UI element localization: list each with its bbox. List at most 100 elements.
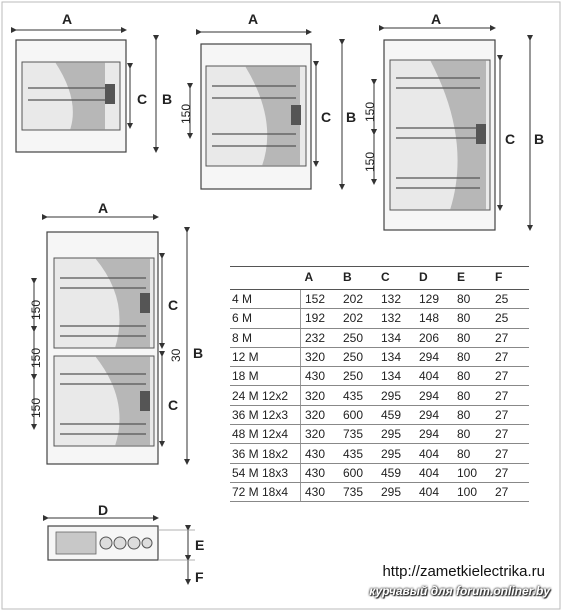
table-cell: 295 <box>377 443 415 464</box>
row-label-cell: 72 M 18x4 <box>230 482 301 503</box>
table-cell: 100 <box>453 482 491 503</box>
watermark-url: http://zametkielectrika.ru <box>379 563 548 580</box>
row-label-cell: 54 M 18x3 <box>230 463 301 483</box>
row-label-cell: 12 M <box>230 347 301 368</box>
table-cell: 80 <box>453 347 491 368</box>
table-cell: 100 <box>453 463 491 483</box>
label-150: 150 <box>29 348 43 368</box>
label-a: A <box>431 11 441 27</box>
enclosure-4-rows <box>31 214 190 465</box>
table-cell: 735 <box>339 482 377 503</box>
table-cell: 80 <box>453 443 491 464</box>
label-f: F <box>195 569 204 585</box>
table-cell: 320 <box>300 405 339 426</box>
table-header-row: A B C D E F <box>230 266 529 290</box>
table-cell: 134 <box>377 366 415 387</box>
table-cell: 202 <box>339 289 377 310</box>
table-cell: 459 <box>377 405 415 426</box>
table-cell: 295 <box>377 385 415 406</box>
label-c: C <box>321 109 331 125</box>
table-cell: 80 <box>453 405 491 426</box>
label-b: B <box>193 345 203 361</box>
row-label-cell: 48 M 12x4 <box>230 424 301 445</box>
table-cell: 27 <box>491 424 529 445</box>
table-cell: 430 <box>300 443 339 464</box>
table-cell: 294 <box>415 385 453 406</box>
table-cell: 80 <box>453 385 491 406</box>
table-cell: 134 <box>377 328 415 348</box>
table-cell: 27 <box>491 463 529 483</box>
label-a: A <box>62 11 72 27</box>
table-cell: 27 <box>491 347 529 368</box>
table-cell: 129 <box>415 289 453 310</box>
table-cell: 27 <box>491 366 529 387</box>
row-label-cell: 6 M <box>230 308 301 329</box>
table-cell: 294 <box>415 347 453 368</box>
label-e: E <box>195 537 204 553</box>
table-cell: 27 <box>491 385 529 406</box>
label-30: 30 <box>169 348 183 362</box>
label-150: 150 <box>29 300 43 320</box>
label-c: C <box>505 131 515 147</box>
table-cell: 25 <box>491 289 529 310</box>
table-cell: 192 <box>300 308 339 329</box>
table-cell: 232 <box>300 328 339 348</box>
label-b: B <box>534 131 544 147</box>
table-cell: 27 <box>491 405 529 426</box>
table-cell: 404 <box>415 443 453 464</box>
table-cell: 294 <box>415 424 453 445</box>
header-cell: E <box>453 266 491 290</box>
header-cell: C <box>377 266 415 290</box>
table-cell: 430 <box>300 463 339 483</box>
header-cell <box>230 266 301 290</box>
label-c: C <box>168 297 178 313</box>
table-cell: 430 <box>300 366 339 387</box>
enclosure-1-row <box>11 27 159 153</box>
table-cell: 600 <box>339 405 377 426</box>
table-cell: 435 <box>339 385 377 406</box>
table-cell: 295 <box>377 424 415 445</box>
table-cell: 295 <box>377 482 415 503</box>
table-cell: 80 <box>453 328 491 348</box>
table-cell: 320 <box>300 347 339 368</box>
table-cell: 404 <box>415 463 453 483</box>
table-cell: 27 <box>491 482 529 503</box>
row-label-cell: 36 M 18x2 <box>230 443 301 464</box>
table-cell: 430 <box>300 482 339 503</box>
table-cell: 202 <box>339 308 377 329</box>
row-label-cell: 24 M 12x2 <box>230 385 301 406</box>
table-cell: 148 <box>415 308 453 329</box>
label-c: C <box>137 91 147 107</box>
table-cell: 80 <box>453 366 491 387</box>
row-label-cell: 36 M 12x3 <box>230 405 301 426</box>
table-cell: 25 <box>491 308 529 329</box>
table-cell: 80 <box>453 308 491 329</box>
header-cell: A <box>300 266 339 290</box>
row-label-cell: 4 M <box>230 289 301 310</box>
table-cell: 152 <box>300 289 339 310</box>
table-cell: 80 <box>453 289 491 310</box>
table-cell: 132 <box>377 308 415 329</box>
label-a: A <box>98 200 108 216</box>
label-b: B <box>162 91 172 107</box>
table-cell: 404 <box>415 366 453 387</box>
table-cell: 134 <box>377 347 415 368</box>
label-150: 150 <box>179 104 193 124</box>
enclosure-3-rows <box>371 25 533 231</box>
table-cell: 80 <box>453 424 491 445</box>
label-a: A <box>248 11 258 27</box>
